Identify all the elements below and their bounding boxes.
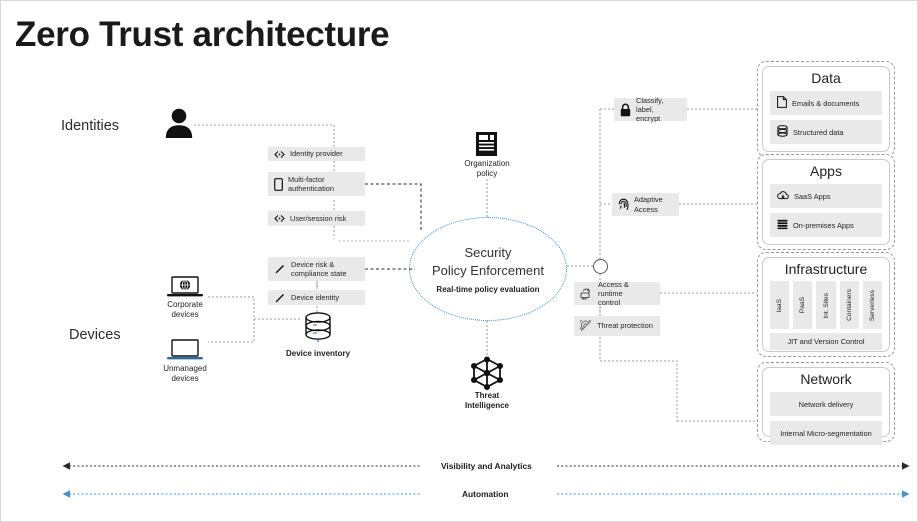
device-inventory-label: Device inventory (285, 349, 351, 358)
mobile-phone-icon (274, 177, 283, 191)
panel-row-label: Emails & documents (792, 98, 860, 108)
infra-col-int-sites[interactable]: Int. Sites (816, 281, 836, 330)
unmanaged-laptop-icon (161, 339, 209, 361)
panel-row-label: JIT and Version Control (787, 337, 865, 347)
pen-icon (274, 292, 286, 304)
panel-title: Apps (810, 163, 842, 179)
infra-col-label: IaaS (776, 298, 784, 313)
panel-row-label: Network delivery (798, 399, 854, 409)
chip-adaptive-access[interactable]: Adaptive Access (612, 193, 679, 216)
panel-data: Data Emails & documents (757, 61, 895, 157)
bottom-bar-label-automation: Automation (462, 489, 509, 499)
row-label-identities: Identities (61, 118, 120, 134)
panel-row-structured-data[interactable]: Structured data (770, 120, 882, 145)
chip-device-risk-compliance-state[interactable]: Device risk & compliance state (268, 257, 365, 281)
center-line1: Security (464, 245, 512, 261)
infra-col-iaas[interactable]: IaaS (770, 281, 790, 330)
page-title: Zero Trust architecture (15, 15, 390, 54)
infra-col-label: Containers (845, 289, 853, 322)
center-subtitle: Real-time policy evaluation (436, 284, 540, 294)
panel-row-network-delivery[interactable]: Network delivery (770, 392, 882, 417)
fingerprint-icon (618, 198, 629, 212)
network-graph-icon (469, 356, 505, 390)
chip-device-identity[interactable]: Device identity (268, 290, 365, 305)
panel-title: Infrastructure (784, 261, 868, 277)
panel-row-jit-version-control[interactable]: JIT and Version Control (770, 333, 882, 351)
panel-row-label: Internal Micro-segmentation (780, 428, 872, 438)
lock-icon (620, 103, 631, 117)
pen-icon (274, 263, 286, 275)
chip-label: Multi-factor authentication (288, 174, 335, 193)
panel-row-saas-apps[interactable]: SaaS Apps (770, 184, 882, 209)
panel-row-emails-documents[interactable]: Emails & documents (770, 91, 882, 116)
infra-col-paas[interactable]: PaaS (793, 281, 813, 330)
panel-infrastructure: Infrastructure IaaS PaaS Int. Sites Cont… (757, 252, 895, 357)
chip-identity-provider[interactable]: Identity provider (268, 147, 365, 161)
chip-label: Threat protection (597, 321, 653, 331)
chip-label: User/session risk (290, 213, 347, 223)
corporate-devices-label: Corporate devices (167, 300, 203, 319)
panel-title: Data (811, 70, 841, 86)
chip-multi-factor-authentication[interactable]: Multi-factor authentication (268, 172, 365, 196)
chip-label: Adaptive Access (634, 195, 663, 214)
document-icon (475, 131, 499, 157)
policy-junction-node (593, 259, 608, 274)
chip-access-runtime-control[interactable]: Access & runtime control (574, 279, 660, 308)
panel-row-label: SaaS Apps (794, 191, 831, 201)
infra-col-label: PaaS (799, 297, 807, 314)
panel-title: Network (800, 371, 852, 387)
server-stack-icon (777, 219, 788, 232)
panel-row-label: On-premises Apps (793, 220, 854, 230)
runtime-control-icon (580, 288, 593, 300)
panel-row-internal-micro-segmentation[interactable]: Internal Micro-segmentation (770, 421, 882, 446)
panel-row-label: Structured data (793, 127, 844, 137)
row-label-devices: Devices (69, 327, 121, 343)
cloud-icon (777, 190, 789, 203)
organization-policy-label: Organization policy (464, 159, 510, 178)
corporate-laptop-icon (161, 276, 209, 298)
threat-shield-icon (580, 320, 592, 332)
threat-intelligence-label: Threat Intelligence (464, 391, 509, 410)
chip-user-session-risk[interactable]: User/session risk (268, 211, 365, 226)
panel-apps: Apps SaaS Apps (757, 154, 895, 250)
infra-col-label: Int. Sites (822, 292, 830, 319)
infra-col-label: Serverless (868, 289, 876, 321)
chip-label: Identity provider (290, 149, 343, 159)
chip-label: Access & runtime control (598, 279, 629, 308)
chip-label: Device risk & compliance state (291, 259, 347, 278)
chip-classify-label-encrypt[interactable]: Classify, label, encrypt (614, 95, 687, 124)
chip-label: Device identity (291, 292, 340, 302)
database-icon (301, 311, 335, 345)
infra-col-containers[interactable]: Containers (839, 281, 859, 330)
chip-threat-protection[interactable]: Threat protection (574, 316, 660, 336)
unmanaged-devices-label: Unmanaged devices (163, 364, 207, 383)
code-arrows-icon (274, 214, 285, 223)
panel-network: Network Network delivery Internal Micro-… (757, 362, 895, 446)
panel-row-on-premises-apps[interactable]: On-premises Apps (770, 213, 882, 238)
security-policy-enforcement-ellipse: Security Policy Enforcement Real-time po… (409, 217, 567, 321)
bottom-bar-label-visibility: Visibility and Analytics (441, 461, 532, 471)
infra-col-serverless[interactable]: Serverless (862, 281, 883, 330)
database-icon (777, 125, 788, 139)
person-icon (164, 107, 194, 144)
code-arrows-icon (274, 150, 285, 159)
infrastructure-columns: IaaS PaaS Int. Sites Containers Serverle… (770, 281, 883, 330)
chip-label: Classify, label, encrypt (636, 95, 664, 124)
center-line2: Policy Enforcement (432, 263, 544, 278)
file-icon (777, 96, 787, 110)
